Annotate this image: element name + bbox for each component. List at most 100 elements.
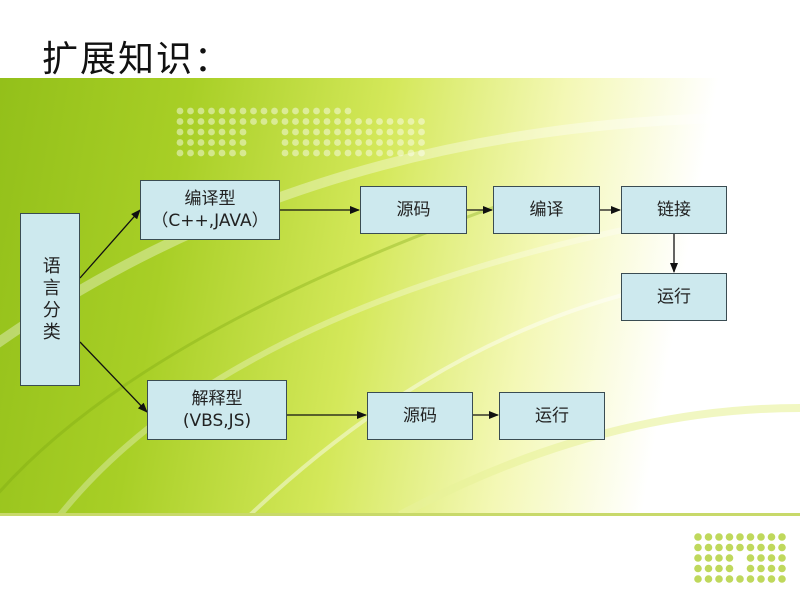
decorative-dot — [757, 533, 765, 541]
decorative-dot — [218, 139, 226, 146]
decorative-dot — [386, 118, 394, 125]
decorative-dot — [250, 107, 257, 115]
decorative-dot — [778, 564, 786, 573]
arrow-root-to-compiled — [79, 209, 141, 279]
decorative-dot — [746, 554, 755, 562]
decorative-dot — [176, 107, 184, 115]
decorative-dot — [313, 149, 320, 157]
decorative-dot — [704, 575, 713, 583]
decorative-dot — [757, 554, 765, 562]
decorative-dot — [407, 118, 415, 125]
decorative-dot — [397, 128, 404, 136]
decorative-dot — [725, 575, 734, 583]
decorative-dot — [323, 128, 331, 136]
decorative-dot — [334, 149, 341, 157]
decorative-dot — [187, 118, 194, 125]
interpreted-type-examples: (VBS,JS) — [182, 411, 252, 431]
decorative-dot — [187, 149, 194, 157]
decorative-dot — [767, 533, 776, 541]
decorative-dot — [229, 139, 236, 146]
decorative-dot — [365, 118, 373, 125]
decorative-dots — [176, 107, 425, 157]
decorative-dot — [715, 564, 723, 573]
language-category-node: 语言分类 — [20, 213, 80, 386]
decorative-dot — [197, 128, 205, 136]
decorative-dot — [176, 139, 184, 146]
decorative-dot — [302, 107, 310, 115]
decorative-dot — [292, 139, 299, 146]
decorative-dot — [407, 128, 415, 136]
decorative-dot — [355, 128, 362, 136]
decorative-dot — [715, 543, 723, 552]
decorative-dot — [197, 149, 205, 157]
decorative-dot — [418, 139, 425, 146]
decorative-dot — [778, 554, 786, 562]
decorative-dot — [397, 118, 404, 125]
decorative-dot — [704, 554, 713, 562]
decorative-dot — [767, 575, 776, 583]
decorative-dot — [715, 533, 723, 541]
decorative-dot — [271, 107, 278, 115]
decorative-dot — [757, 543, 765, 552]
decorative-dot — [187, 107, 194, 115]
decorative-dot — [229, 149, 236, 157]
decorative-dot — [187, 139, 194, 146]
decorative-dot — [260, 118, 268, 125]
decorative-dot — [239, 149, 247, 157]
decorative-dot — [208, 118, 215, 125]
decorative-dot — [281, 139, 289, 146]
decorative-dot — [229, 107, 236, 115]
decorative-dot — [778, 533, 786, 541]
decorative-dot — [176, 118, 184, 125]
decorative-dot — [313, 128, 320, 136]
decorative-dot — [218, 149, 226, 157]
decorative-dot — [355, 149, 362, 157]
decorative-dot — [704, 564, 713, 573]
decorative-dot — [208, 149, 215, 157]
decorative-dot — [323, 107, 331, 115]
decorative-dot — [323, 118, 331, 125]
decorative-dot — [757, 564, 765, 573]
decorative-dot — [386, 128, 394, 136]
decorative-dot — [715, 575, 723, 583]
decorative-dot — [229, 128, 236, 136]
decorative-dot — [418, 128, 425, 136]
decorative-dot — [197, 107, 205, 115]
slide-title: 扩展知识： — [42, 39, 233, 80]
decorative-dot — [725, 533, 734, 541]
decorative-dot — [271, 118, 278, 125]
decorative-dot — [407, 139, 415, 146]
decorative-dot — [767, 564, 776, 573]
arrow-root-to-interpreted — [79, 341, 148, 413]
decorative-dot — [397, 139, 404, 146]
decorative-dot — [746, 543, 755, 552]
compiled-link-node: 链接 — [621, 186, 727, 234]
decorative-dot — [292, 149, 299, 157]
decorative-dot — [344, 149, 352, 157]
decorative-dot — [344, 128, 352, 136]
compiled-type-node: 编译型 （C++,JAVA） — [140, 180, 280, 240]
decorative-dot — [694, 554, 702, 562]
band-bottom-line — [0, 513, 800, 516]
decorative-dot — [694, 533, 702, 541]
decorative-dot — [302, 149, 310, 157]
decorative-dot — [239, 107, 247, 115]
decorative-dot — [344, 107, 352, 115]
decorative-dot — [302, 139, 310, 146]
decorative-dot — [250, 118, 257, 125]
decorative-dot — [239, 128, 247, 136]
compiled-run-node: 运行 — [621, 273, 727, 321]
decorative-dot — [355, 118, 362, 125]
decorative-dot — [694, 564, 702, 573]
decorative-dot — [725, 554, 734, 562]
decorative-dot — [365, 149, 373, 157]
decorative-dot — [407, 149, 415, 157]
decorative-dot — [725, 564, 734, 573]
decorative-dot — [376, 128, 383, 136]
decorative-dot — [344, 139, 352, 146]
decorative-dot — [176, 149, 184, 157]
decorative-dot — [313, 139, 320, 146]
decorative-dot — [281, 107, 289, 115]
decorative-dot — [376, 139, 383, 146]
decorative-dot — [397, 149, 404, 157]
